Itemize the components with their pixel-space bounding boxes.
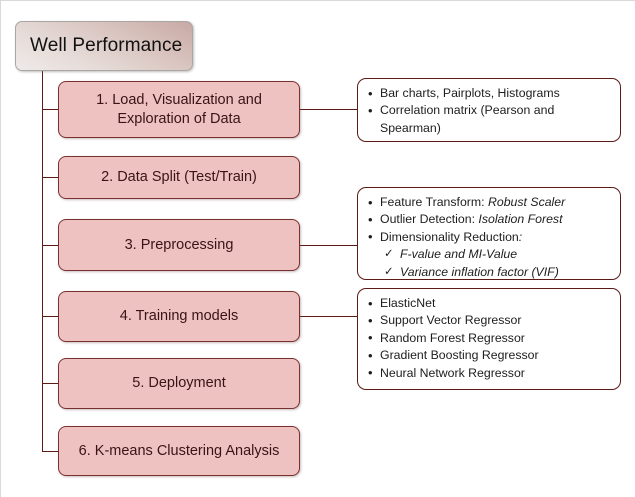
- stage-node-5[interactable]: 5. Deployment: [58, 358, 300, 409]
- list-item-check: F-value and MI-Value: [367, 246, 612, 263]
- branch-connector-2: [42, 177, 59, 178]
- branch-connector-3: [42, 245, 59, 246]
- stage-node-6[interactable]: 6. K-means Clustering Analysis: [58, 426, 300, 476]
- detail-list-models: ElasticNet Support Vector Regressor Rand…: [367, 294, 612, 383]
- root-node-label: Well Performance: [30, 35, 183, 56]
- detail-list-preprocessing: Feature Transform: Robust Scaler Outlier…: [367, 193, 612, 281]
- stage-node-5-label: 5. Deployment: [132, 375, 226, 392]
- list-item: Correlation matrix (Pearson and Spearman…: [367, 102, 612, 137]
- list-item-emphasis: :: [518, 229, 523, 244]
- stage-node-6-label: 6. K-means Clustering Analysis: [78, 442, 280, 459]
- list-item: Neural Network Regressor: [367, 364, 612, 383]
- stage-node-1-label: 1. Load, Visualization and Exploration o…: [96, 91, 262, 127]
- list-item: Gradient Boosting Regressor: [367, 347, 612, 366]
- list-item-lead: Dimensionality Reduction: [380, 229, 519, 244]
- list-item-emphasis: Isolation Forest: [478, 212, 563, 227]
- detail-node-exploration[interactable]: Bar charts, Pairplots, Histograms Correl…: [357, 78, 621, 142]
- detail-connector-1: [299, 109, 358, 110]
- list-item: Outlier Detection: Isolation Forest: [367, 211, 612, 230]
- detail-connector-4: [299, 316, 358, 317]
- list-item: Dimensionality Reduction:: [367, 228, 612, 247]
- detail-list-exploration: Bar charts, Pairplots, Histograms Correl…: [367, 84, 612, 137]
- list-item-lead: Feature Transform:: [380, 195, 488, 209]
- list-item-check: Variance inflation factor (VIF): [367, 264, 612, 281]
- detail-connector-3: [299, 245, 358, 246]
- root-node-well-performance[interactable]: Well Performance: [15, 21, 193, 71]
- list-item: Support Vector Regressor: [367, 312, 612, 331]
- branch-connector-1: [42, 109, 59, 110]
- list-item: Random Forest Regressor: [367, 329, 612, 348]
- list-item: Bar charts, Pairplots, Histograms: [367, 84, 612, 103]
- branch-connector-6: [42, 451, 59, 452]
- branch-connector-5: [42, 383, 59, 384]
- branch-connector-4: [42, 316, 59, 317]
- trunk-connector: [42, 71, 43, 452]
- list-item-emphasis: Robust Scaler: [487, 195, 566, 209]
- stage-node-1[interactable]: 1. Load, Visualization and Exploration o…: [58, 81, 300, 138]
- stage-node-4-label: 4. Training models: [119, 308, 239, 325]
- stage-node-3-label: 3. Preprocessing: [124, 236, 234, 253]
- stage-node-2-label: 2. Data Split (Test/Train): [101, 169, 257, 186]
- list-item-lead: Outlier Detection:: [380, 212, 479, 227]
- stage-node-4[interactable]: 4. Training models: [58, 291, 300, 342]
- list-item: Feature Transform: Robust Scaler: [367, 193, 612, 212]
- stage-node-3[interactable]: 3. Preprocessing: [58, 219, 300, 271]
- stage-node-2[interactable]: 2. Data Split (Test/Train): [58, 156, 300, 199]
- detail-node-preprocessing[interactable]: Feature Transform: Robust Scaler Outlier…: [357, 187, 621, 281]
- list-item: ElasticNet: [367, 294, 612, 313]
- detail-node-models[interactable]: ElasticNet Support Vector Regressor Rand…: [357, 288, 621, 390]
